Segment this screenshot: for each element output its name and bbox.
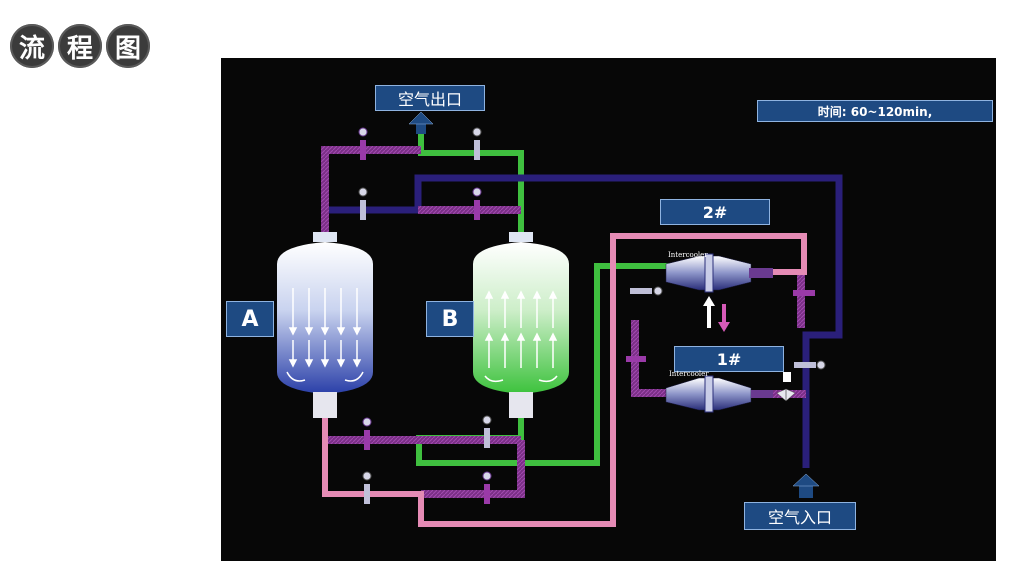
title-char-3: 图: [106, 24, 150, 68]
valve-icon: [482, 415, 492, 448]
check-valve-icon: [776, 388, 796, 402]
outlet-arrow-icon: [408, 111, 434, 134]
valve-icon: [358, 127, 368, 160]
valve-icon: [630, 286, 663, 296]
pink-pipe-loop: [322, 233, 807, 527]
unit-2-label: 2#: [660, 199, 770, 225]
title-char-2: 程: [58, 24, 102, 68]
page-title: 流 程 图: [10, 24, 150, 68]
valve-icon: [793, 290, 815, 296]
tower-a: [277, 232, 373, 418]
pink-pipe: [322, 233, 807, 527]
green-pipe-outlet: [418, 124, 524, 233]
purple-pipe-top-left: [321, 146, 421, 232]
valve-icon: [472, 127, 482, 160]
tower-a-top-flange: [313, 232, 337, 242]
intercooler-1: [665, 375, 773, 413]
tower-b-label: B: [426, 301, 474, 337]
flow-diagram-panel: 空气出口 时间: 60~120min, A B 2# 1# 空气入口 Inter…: [221, 58, 996, 561]
arrow-up-icon: [703, 296, 715, 306]
time-label: 时间: 60~120min,: [757, 100, 993, 122]
intercooler-2: [665, 253, 773, 332]
air-outlet-label: 空气出口: [375, 85, 485, 111]
purple-pipe-ic1-in: [631, 320, 666, 397]
tower-b-flow-arrows: [484, 290, 558, 383]
purple-pipe-bottom-2: [421, 440, 525, 498]
valve-icon: [362, 417, 372, 450]
tower-b: [473, 232, 569, 418]
valve-group: [358, 127, 826, 504]
sensor-icon: [783, 372, 791, 382]
intercooler-2-outlet: [749, 268, 773, 278]
purple-pipe: [321, 146, 806, 498]
unit-1-label: 1#: [674, 346, 784, 372]
intercooler-2-label: Intercooler: [668, 251, 708, 259]
air-inlet-label: 空气入口: [744, 502, 856, 530]
intercooler-1-label: Intercooler: [669, 370, 709, 378]
valve-icon: [626, 356, 646, 362]
valve-icon: [472, 187, 482, 220]
arrow-down-icon: [718, 322, 730, 332]
blue-pipe-main: [414, 174, 843, 468]
inlet-arrow-icon: [792, 473, 820, 498]
tower-b-top-flange: [509, 232, 533, 242]
tower-b-bottom-flange: [509, 392, 533, 418]
valve-icon: [794, 360, 826, 370]
title-char-1: 流: [10, 24, 54, 68]
valve-icon: [362, 471, 372, 504]
flow-diagram: [277, 111, 843, 527]
valve-icon: [482, 471, 492, 504]
tower-a-bottom-flange: [313, 392, 337, 418]
tower-a-flow-arrows: [286, 288, 364, 382]
tower-a-label: A: [226, 301, 274, 337]
valve-icon: [358, 187, 368, 220]
